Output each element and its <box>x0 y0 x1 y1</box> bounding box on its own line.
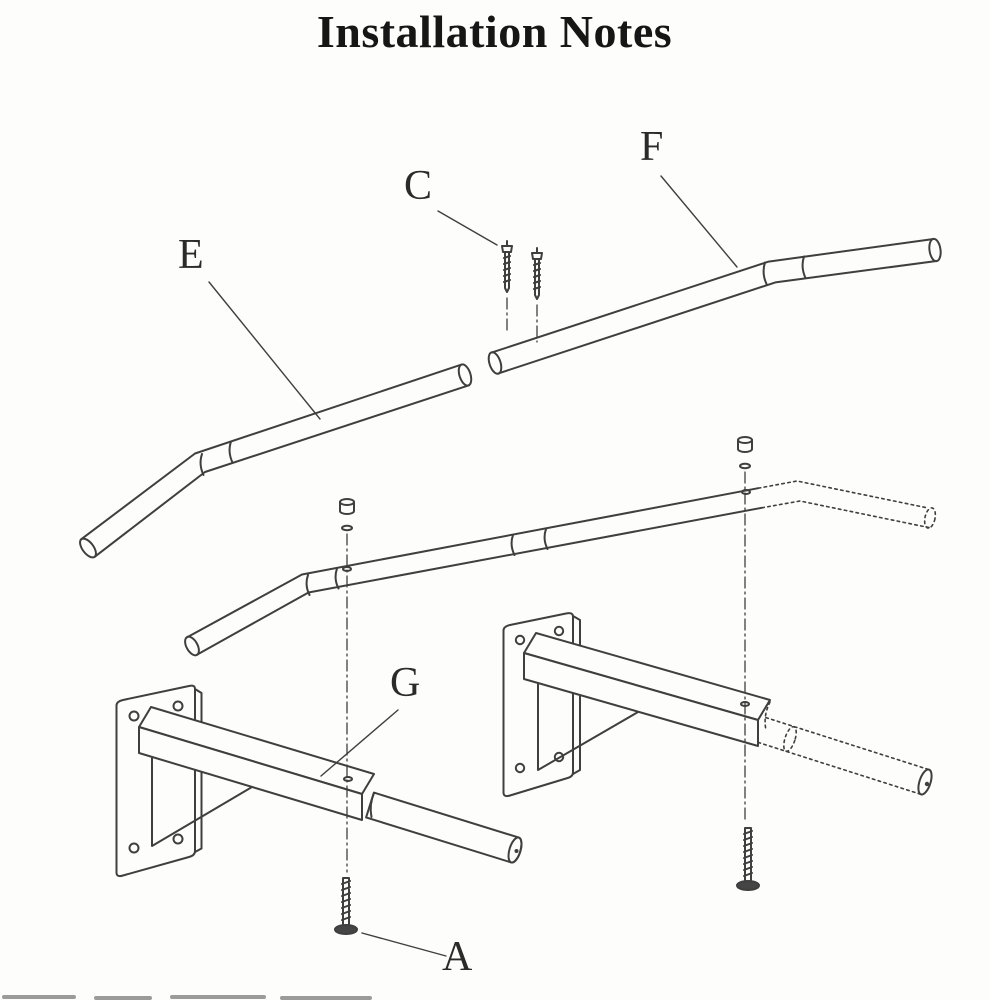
leader-e <box>208 281 321 420</box>
bolt-right <box>736 827 760 891</box>
bar-f-tube <box>487 237 942 375</box>
part-label-g: G <box>390 660 421 706</box>
cylinder-phantom-right <box>757 701 930 796</box>
leader-f <box>660 175 738 268</box>
leader-g <box>320 709 399 777</box>
wall-bracket-left <box>115 684 523 878</box>
part-label-a: A <box>442 934 473 980</box>
bolt-a <box>334 877 358 935</box>
part-label-c: C <box>404 163 433 209</box>
screw-c-pair <box>501 240 543 343</box>
assembled-bar <box>184 480 937 657</box>
scan-artifact <box>2 995 372 1000</box>
part-label-e: E <box>178 232 204 278</box>
bar-phantom-section <box>757 480 937 529</box>
bar-e-tube <box>79 363 473 559</box>
cap-right <box>737 436 753 470</box>
wall-bracket-right <box>502 612 933 798</box>
page-title: Installation Notes <box>316 6 673 57</box>
leader-a <box>361 932 447 957</box>
leader-c <box>437 210 498 246</box>
leader-lines <box>208 175 738 957</box>
part-label-f: F <box>640 124 664 170</box>
cap-left <box>339 498 355 532</box>
